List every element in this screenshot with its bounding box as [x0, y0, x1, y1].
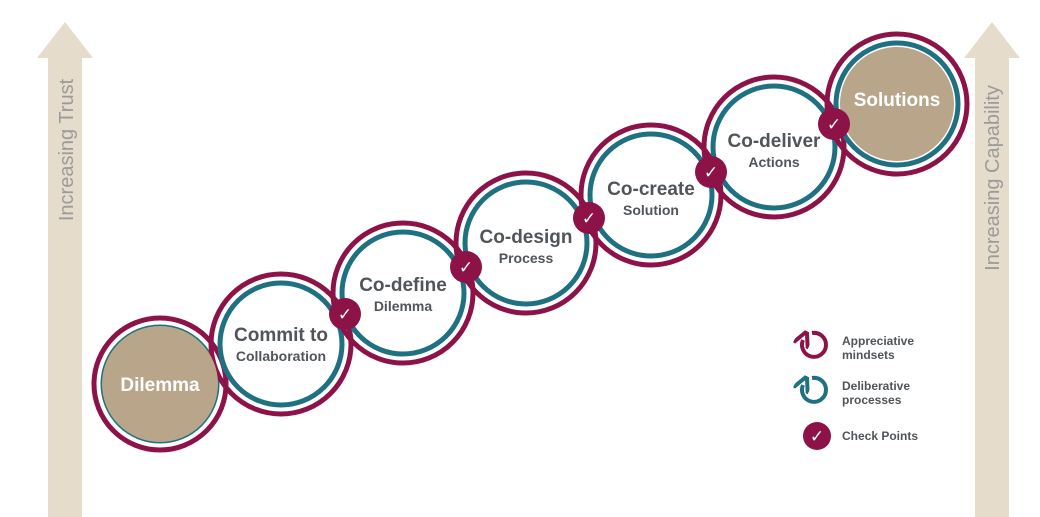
deliberative-ring-co-deliver-actions: [710, 83, 838, 211]
appreciative-ring-co-define-dilemma: [330, 220, 476, 366]
check-mark-icon: ✓: [459, 258, 473, 278]
appreciative-ring-solutions: [824, 31, 970, 177]
stage-4-subtitle: Solution: [623, 202, 679, 218]
dilemma-label: Dilemma: [120, 375, 200, 396]
cycle-ring-co-define-dilemma: [330, 220, 476, 366]
legend: Appreciative mindsets Deliberative proce…: [802, 333, 918, 450]
deliberative-ring-solutions: [833, 40, 961, 168]
check-point-circle: [329, 298, 361, 330]
stage-5-title: Co-deliver: [728, 131, 822, 152]
legend-appreciative-line2: mindsets: [842, 348, 895, 362]
stage-4-title: Co-create: [607, 179, 695, 200]
legend-appreciative-line1: Appreciative: [842, 334, 914, 348]
appreciative-ring-commit-to-collaboration: [208, 271, 354, 417]
check-mark-icon: ✓: [582, 209, 596, 229]
check-point-icon: [803, 422, 831, 450]
increasing-capability-label: Increasing Capability: [982, 85, 1004, 271]
check-mark-icon: ✓: [827, 115, 841, 135]
check-points: ✓ ✓ ✓ ✓ ✓: [329, 108, 850, 330]
deliberative-ring-co-create-solution: [587, 131, 715, 259]
solutions-label: Solutions: [854, 90, 941, 111]
increasing-trust-arrow: Increasing Trust: [37, 22, 93, 517]
deliberative-processes-icon: [802, 378, 828, 404]
check-point-5: ✓: [818, 108, 850, 140]
deliberative-ring-co-design-process: [462, 179, 590, 307]
check-point-3: ✓: [573, 202, 605, 234]
deliberative-ring-commit-to-collaboration: [217, 280, 345, 408]
check-mark-icon: ✓: [338, 305, 352, 325]
stage-co-define-dilemma: Co-define Dilemma: [359, 275, 447, 314]
stage-3-title: Co-design: [480, 227, 573, 248]
check-point-circle: [450, 251, 482, 283]
appreciative-mindsets-icon: [802, 333, 828, 359]
check-point-circle: [695, 156, 727, 188]
stage-5-subtitle: Actions: [748, 154, 800, 170]
stage-2-subtitle: Dilemma: [374, 298, 433, 314]
solutions-circle: [840, 47, 954, 161]
legend-deliberative-line1: Deliberative: [842, 379, 910, 393]
check-point-icon-mark: ✓: [810, 427, 824, 447]
check-point-1: ✓: [329, 298, 361, 330]
capability-arrow-shape: [964, 22, 1020, 517]
legend-deliberative-line2: processes: [842, 393, 902, 407]
solutions-node: Solutions: [840, 47, 954, 161]
check-mark-icon: ✓: [704, 163, 718, 183]
appreciative-ring-co-design-process: [453, 170, 599, 316]
stage-3-subtitle: Process: [499, 250, 554, 266]
stage-co-deliver-actions: Co-deliver Actions: [728, 131, 822, 170]
legend-check-points-label: Check Points: [842, 429, 918, 443]
trust-arrow-shape: [37, 22, 93, 517]
stage-commit-to-collaboration: Commit to Collaboration: [234, 325, 328, 364]
dilemma-circle: [102, 326, 218, 442]
legend-item-check-points: ✓ Check Points: [803, 422, 918, 450]
cycle-ring-solutions: [824, 31, 970, 177]
check-point-2: ✓: [450, 251, 482, 283]
cycle-ring-commit-to-collaboration: [208, 271, 354, 417]
legend-item-deliberative: Deliberative processes: [802, 378, 910, 407]
deliberative-ring-co-define-dilemma: [339, 229, 467, 357]
check-point-circle: [818, 108, 850, 140]
legend-item-appreciative: Appreciative mindsets: [802, 333, 914, 362]
increasing-trust-label: Increasing Trust: [56, 78, 78, 221]
stage-2-title: Co-define: [359, 275, 447, 296]
cycle-ring-co-design-process: [453, 170, 599, 316]
stage-1-title: Commit to: [234, 325, 328, 346]
check-point-4: ✓: [695, 156, 727, 188]
stage-1-subtitle: Collaboration: [236, 348, 326, 364]
dilemma-node: Dilemma: [102, 326, 218, 442]
check-point-circle: [573, 202, 605, 234]
stage-co-design-process: Co-design Process: [480, 227, 573, 266]
increasing-capability-arrow: Increasing Capability: [964, 22, 1020, 517]
stage-co-create-solution: Co-create Solution: [607, 179, 695, 218]
